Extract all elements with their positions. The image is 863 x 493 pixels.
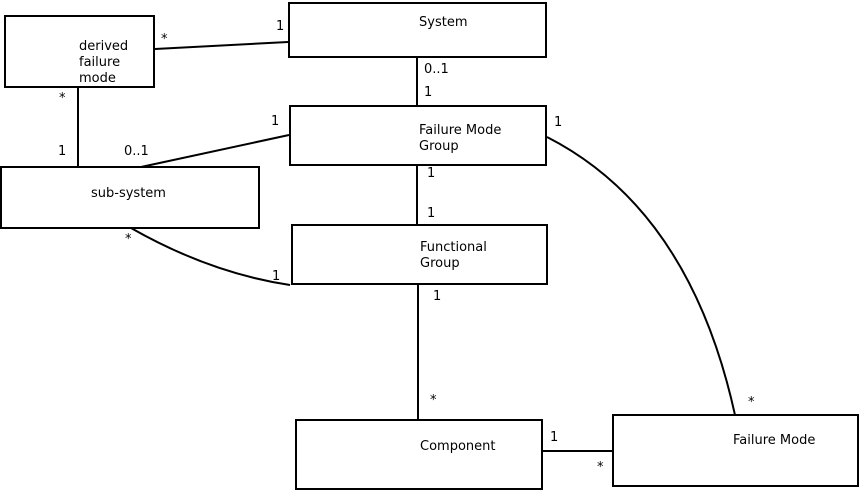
entity-label-line: failure (79, 55, 121, 70)
multiplicity-label: 1 (424, 85, 433, 100)
entity-label-line: System (419, 15, 468, 30)
multiplicity-label: * (59, 91, 66, 106)
entity-label-line: derived (79, 39, 129, 54)
entity-functional-group: Functional Group (291, 224, 548, 285)
multiplicity-label: 1 (554, 115, 563, 130)
multiplicity-label: 1 (271, 114, 280, 129)
multiplicity-label: 1 (427, 206, 436, 221)
entity-label-line: Failure Mode (733, 433, 816, 448)
entity-label-line: sub-system (91, 186, 166, 201)
edge-sub-system-functional-group (130, 227, 291, 286)
multiplicity-label: 0..1 (424, 62, 449, 77)
entity-label-line: Failure Mode (419, 123, 502, 138)
multiplicity-label: 0..1 (124, 144, 149, 159)
entity-label-line: Component (420, 439, 496, 454)
multiplicity-label: 1 (427, 166, 436, 181)
multiplicity-label: 1 (276, 19, 285, 34)
multiplicity-label: * (125, 232, 132, 247)
edge-failure-mode-group-sub-system (140, 134, 290, 168)
entity-failure-mode-group: Failure Mode Group (289, 105, 547, 166)
multiplicity-label: 1 (272, 269, 281, 284)
multiplicity-label: * (597, 460, 604, 475)
edge-failure-mode-group-failure-mode (546, 136, 736, 416)
multiplicity-label: 1 (58, 144, 67, 159)
entity-derived-failure-mode: derived failure mode (4, 15, 155, 88)
entity-component: Component (295, 419, 543, 490)
entity-label-line: Group (419, 139, 459, 154)
multiplicity-label: 1 (433, 289, 442, 304)
edge-derived-failure-mode-system (154, 41, 289, 50)
multiplicity-label: * (430, 393, 437, 408)
multiplicity-label: * (748, 395, 755, 410)
entity-label-line: Functional (420, 240, 487, 255)
multiplicity-label: 1 (550, 430, 559, 445)
multiplicity-label: * (161, 32, 168, 47)
entity-system: System (288, 2, 547, 58)
entity-label-line: mode (79, 71, 116, 86)
entity-label-line: Group (420, 256, 460, 271)
entity-sub-system: sub-system (0, 166, 260, 229)
entity-failure-mode: Failure Mode (612, 414, 859, 487)
